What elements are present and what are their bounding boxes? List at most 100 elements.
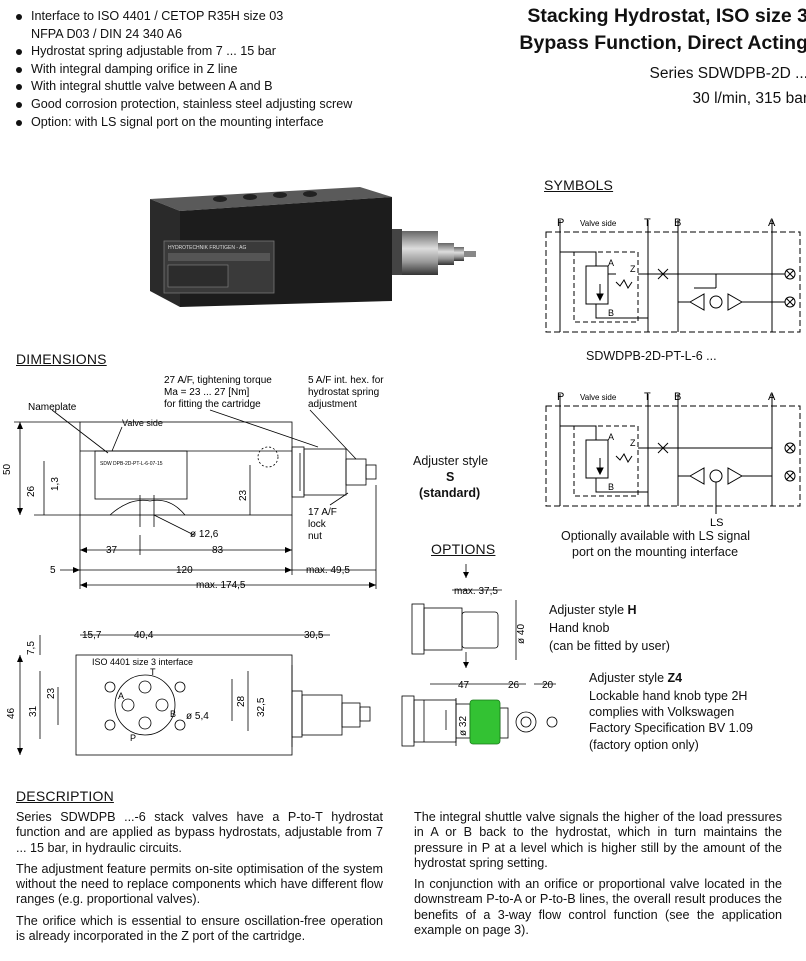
option-z4-dia: ø 32 <box>458 716 469 736</box>
dim-31: 31 <box>28 705 39 717</box>
option-h-dim: max. 37,5 <box>454 586 498 597</box>
symbol-inner-z: Z <box>630 438 636 448</box>
description-left-column: Series SDWDPB ...-6 stack valves have a … <box>16 810 383 950</box>
feature-item: NFPA D03 / DIN 24 340 A6 <box>31 26 182 41</box>
dimension-drawing: Nameplate Valve side 27 A/F, tightening … <box>2 375 384 756</box>
option-z4-line2: Lockable hand knob type 2H <box>589 689 748 703</box>
option-h-line3: (can be fitted by user) <box>549 639 670 653</box>
z4-green-knob <box>469 699 501 745</box>
dim-32-5: 32,5 <box>256 697 267 717</box>
option-h-label: Adjuster style H <box>549 603 637 619</box>
symbol-caption-ls-2: port on the mounting interface <box>572 545 739 559</box>
dim-7-5: 7,5 <box>26 641 37 655</box>
dimensions-heading: DIMENSIONS <box>16 351 107 367</box>
rating-label: 30 l/min, 315 bar <box>692 90 806 107</box>
dim-iso-label: ISO 4401 size 3 interface <box>92 657 193 667</box>
dim-hex-line2: hydrostat spring <box>308 387 379 398</box>
symbol-diagram-standard: P Valve side T B A A B Z <box>545 217 801 333</box>
dim-torque-line3: for fitting the cartridge <box>164 399 261 410</box>
dim-30-5: 30,5 <box>304 630 324 641</box>
page-title-line2: Bypass Function, Direct Acting <box>519 32 806 54</box>
dim-nameplate-label: Nameplate <box>28 402 77 413</box>
description-right-column: The integral shuttle valve signals the h… <box>414 810 782 944</box>
symbol-port-p: P <box>557 217 564 229</box>
symbol-port-b: B <box>674 391 681 403</box>
symbol-port-t: T <box>644 391 651 403</box>
dim-lock-line3: nut <box>308 531 322 542</box>
dim-port-t: T <box>150 667 156 677</box>
option-h-label-text: Adjuster style <box>549 603 625 617</box>
option-z4-line4: Factory Specification BV 1.09 <box>589 721 753 735</box>
dim-15-7: 15,7 <box>82 630 102 641</box>
symbol-inner-z: Z <box>630 264 636 274</box>
dim-hex-line1: 5 A/F int. hex. for <box>308 375 384 386</box>
adjuster-s-label: Adjuster style <box>413 454 489 468</box>
dim-lock-line1: 17 A/F <box>308 507 337 518</box>
dim-50: 50 <box>2 463 13 475</box>
page-title: Stacking Hydrostat, ISO size 3 <box>527 5 806 27</box>
dim-port-a: A <box>118 691 124 701</box>
option-h-code: H <box>627 603 637 617</box>
symbol-caption-standard: SDWDPB-2D-PT-L-6 ... <box>586 349 717 363</box>
dim-46: 46 <box>6 707 17 719</box>
dim-port-p: P <box>130 733 136 743</box>
option-z4-line5: (factory option only) <box>589 738 699 752</box>
dim-37: 37 <box>106 545 118 556</box>
symbol-valve-side: Valve side <box>580 219 617 228</box>
option-z4-line3: complies with Volkswagen <box>589 705 735 719</box>
symbol-port-p: P <box>557 391 564 403</box>
option-z4-label: Adjuster style Z4 <box>589 671 682 687</box>
photo-nameplate-text: HYDROTECHNIK FRUTIGEN - AG <box>168 245 246 251</box>
symbol-ls-port: LS <box>710 517 723 529</box>
dim-120: 120 <box>176 565 193 576</box>
feature-item: With integral damping orifice in Z line <box>14 61 352 79</box>
option-z4-d47: 47 <box>458 680 470 691</box>
dim-max-174-5: max. 174,5 <box>196 580 246 591</box>
symbol-diagram-ls: P Valve side T B A A B Z LS <box>545 391 801 529</box>
description-paragraph: The orifice which is essential to ensure… <box>16 913 383 944</box>
feature-item: With integral shuttle valve between A an… <box>14 78 352 96</box>
description-paragraph: In conjunction with an orifice or propor… <box>414 877 782 938</box>
dim-valve-side-label: Valve side <box>122 418 163 428</box>
option-z4-d20: 20 <box>542 680 554 691</box>
option-z4-d26: 26 <box>508 680 520 691</box>
description-paragraph: The integral shuttle valve signals the h… <box>414 810 782 870</box>
feature-item: Interface to ISO 4401 / CETOP R35H size … <box>14 8 352 26</box>
dim-1-3: 1,3 <box>50 477 61 491</box>
feature-item: Option: with LS signal port on the mount… <box>14 114 352 132</box>
option-z4-label-text: Adjuster style <box>589 671 665 685</box>
dim-23: 23 <box>238 489 249 501</box>
dim-26: 26 <box>26 485 37 497</box>
symbol-valve-side: Valve side <box>580 393 617 402</box>
description-paragraph: The adjustment feature permits on-site o… <box>16 861 383 907</box>
feature-item: Good corrosion protection, stainless ste… <box>14 96 352 114</box>
dim-hex-line3: adjustment <box>308 399 357 410</box>
options-heading: OPTIONS <box>431 541 496 557</box>
symbol-inner-a: A <box>608 432 614 442</box>
product-photo: HYDROTECHNIK FRUTIGEN - AG <box>150 187 476 307</box>
series-label: Series SDWDPB-2D ... <box>649 65 806 82</box>
dim-max-49-5: max. 49,5 <box>306 565 350 576</box>
dim-torque-line2: Ma = 23 ... 27 [Nm] <box>164 387 250 398</box>
option-h-line2: Hand knob <box>549 621 610 635</box>
adjuster-s-code: S <box>446 470 455 484</box>
symbols-heading: SYMBOLS <box>544 177 614 193</box>
feature-list: Interface to ISO 4401 / CETOP R35H size … <box>14 8 352 131</box>
dim-23b: 23 <box>46 687 57 699</box>
symbol-port-a: A <box>768 217 776 229</box>
options-drawing: max. 37,5 ø 40 47 26 20 ø 32 <box>401 564 558 747</box>
description-paragraph: Series SDWDPB ...-6 stack valves have a … <box>16 810 383 855</box>
symbol-inner-b: B <box>608 308 614 318</box>
symbol-port-a: A <box>768 391 776 403</box>
dim-12-6: ø 12,6 <box>190 529 219 540</box>
symbol-inner-a: A <box>608 258 614 268</box>
feature-item: Hydrostat spring adjustable from 7 ... 1… <box>14 43 352 61</box>
dim-83: 83 <box>212 545 224 556</box>
dim-28: 28 <box>236 695 247 707</box>
option-z4-code: Z4 <box>667 671 683 685</box>
description-heading: DESCRIPTION <box>16 788 114 804</box>
dim-port-b: B <box>170 709 176 719</box>
dim-5-4: ø 5,4 <box>186 711 209 722</box>
dim-lock-line2: lock <box>308 519 327 530</box>
dim-5: 5 <box>50 565 56 576</box>
